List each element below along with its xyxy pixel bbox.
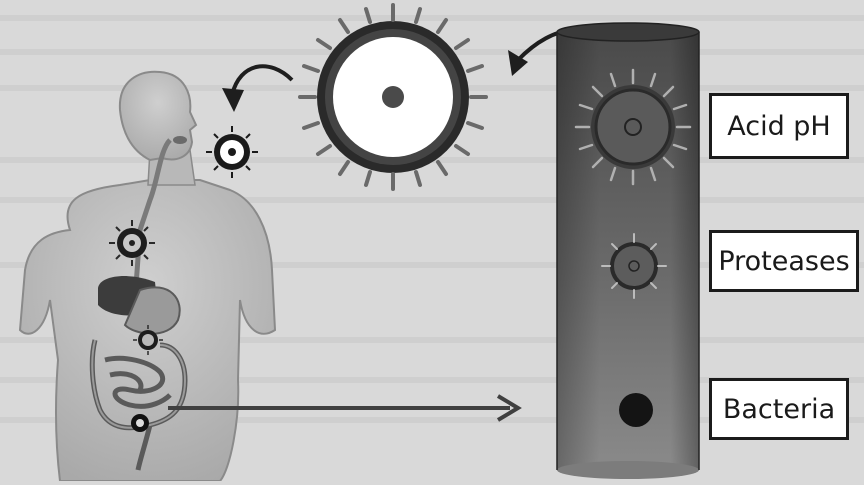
bacteria-text: Bacteria bbox=[723, 394, 835, 425]
bacteria-label: Bacteria bbox=[709, 378, 849, 440]
acid-ph-text: Acid pH bbox=[727, 111, 831, 142]
tube-particle-acid bbox=[576, 70, 690, 184]
tube-particle-bacteria bbox=[619, 393, 653, 427]
small-particle bbox=[206, 126, 258, 178]
proteases-text: Proteases bbox=[718, 246, 849, 277]
human-body bbox=[20, 72, 275, 481]
digestion-tube bbox=[557, 23, 699, 479]
proteases-label: Proteases bbox=[709, 230, 859, 292]
tube-particle-proteases bbox=[602, 234, 666, 298]
acid-ph-label: Acid pH bbox=[709, 93, 849, 159]
particle-intestine bbox=[131, 414, 149, 432]
